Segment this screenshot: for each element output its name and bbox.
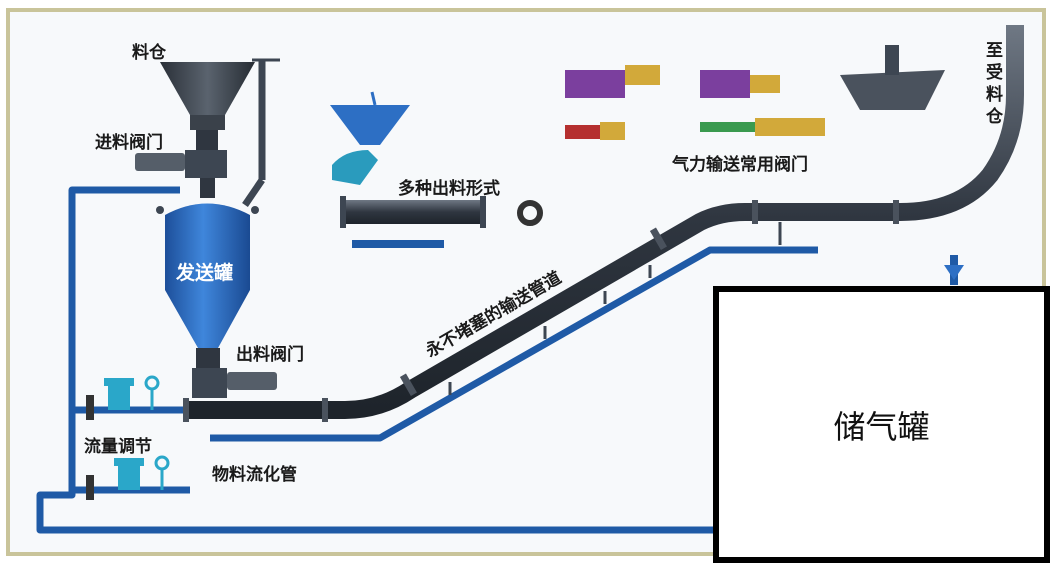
tank-label: 发送罐 bbox=[176, 262, 234, 284]
inlet-valve-label: 进料阀门 bbox=[95, 133, 163, 153]
fluidizing-pipe-label: 物料流化管 bbox=[212, 465, 297, 485]
sending-tank bbox=[156, 203, 259, 370]
inlet-valve bbox=[135, 150, 227, 198]
flow-regulators bbox=[86, 375, 170, 500]
common-valves-label: 气力输送常用阀门 bbox=[672, 155, 808, 175]
gas-tank-label: 储气罐 bbox=[833, 407, 930, 446]
conveying-pipeline bbox=[183, 25, 1024, 422]
outlet-valve bbox=[192, 368, 277, 398]
receiving-bin-label: 至受料仓 bbox=[986, 41, 1003, 127]
feed-bin bbox=[160, 58, 280, 207]
outlet-valve-label: 出料阀门 bbox=[236, 345, 304, 365]
bin-label: 料仓 bbox=[132, 43, 166, 63]
gas-tank-valve bbox=[944, 255, 964, 285]
discharge-forms-label: 多种出料形式 bbox=[398, 179, 500, 199]
flow-regulation-label: 流量调节 bbox=[84, 437, 152, 457]
common-valves bbox=[565, 45, 945, 140]
discharge-forms bbox=[330, 91, 543, 248]
gas-tank-box: 储气罐 bbox=[713, 286, 1050, 563]
